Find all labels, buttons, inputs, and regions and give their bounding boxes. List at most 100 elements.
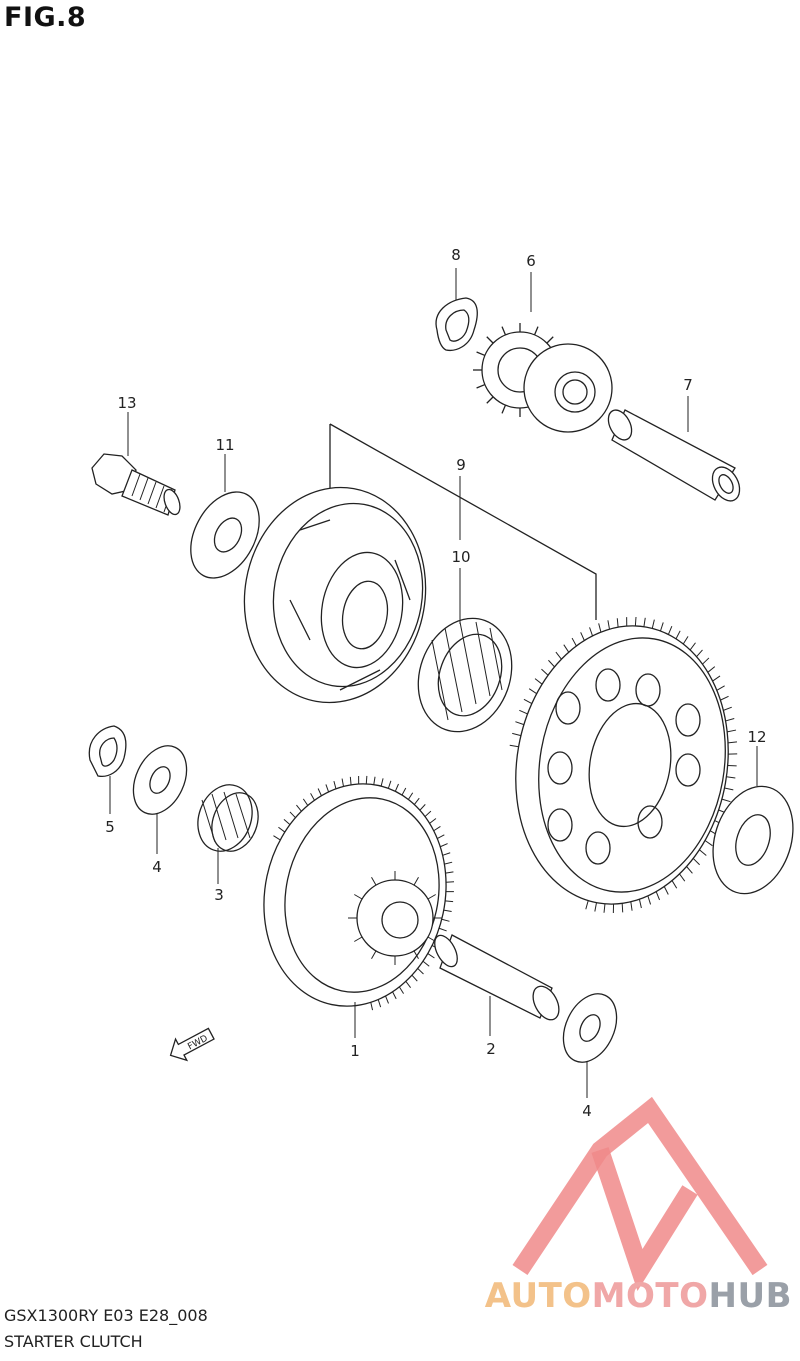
gear-tooth [441,918,450,922]
callout-2: 2 [486,1040,496,1058]
gear-tooth [392,991,397,1000]
part-12-washer [712,785,794,895]
fwd-label: FWD [186,1034,209,1053]
gear-tooth [704,840,713,847]
gear-tooth [427,953,435,959]
gear-tooth [445,871,454,874]
callout-11: 11 [215,436,234,454]
part-5-washer [88,725,127,778]
callout-5: 5 [105,818,115,836]
gear-tooth [515,721,525,726]
gear-tooth [607,620,610,630]
gear-tooth [523,698,533,705]
part-8-washer [435,297,478,352]
callout-13: 13 [117,394,136,412]
gear-tooth [302,798,309,806]
callout-4-left: 4 [152,858,162,876]
gear-tooth [442,852,451,856]
callout-8: 8 [451,246,461,264]
gear-tooth [621,903,624,913]
gear-tooth [585,900,589,910]
gear-tooth [349,776,352,785]
gear-tooth [667,625,673,635]
part-9-assembly-bracket [329,423,597,620]
gear-tooth [702,657,710,665]
gear-tooth [371,950,377,959]
part-4-washer-bottom [562,993,618,1063]
gear-tooth [663,886,669,895]
gear-tooth [603,903,606,913]
gear-tooth [555,651,562,660]
gear-tooth [696,649,703,658]
part-4-washer-left [132,745,188,815]
gear-tooth [712,675,721,682]
gear-tooth [534,678,543,685]
gear-tooth [501,326,507,336]
gear-tooth [325,784,330,793]
gear-tooth [594,902,597,912]
gear-tooth [437,834,445,840]
gear-tooth [289,811,296,819]
gear-tooth [546,336,554,344]
gear-tooth [417,968,424,975]
gear-tooth [370,1002,374,1011]
gear-tooth [373,776,376,785]
part-10-bearing [417,617,513,733]
watermark-logo-icon [512,1096,768,1291]
gear-tooth [380,778,384,787]
gear-tooth [726,776,736,779]
gear-tooth [686,866,693,874]
gear-tooth [630,901,633,911]
gear-tooth [296,804,302,812]
gear-tooth [283,818,291,826]
part-12-clutch-gear [509,616,738,914]
gear-tooth [405,981,412,989]
gear-tooth [716,685,725,691]
gear-tooth [413,797,420,805]
gear-tooth [727,741,738,744]
gear-tooth [727,729,737,733]
leader-lines [109,268,758,1098]
callout-6: 6 [526,252,536,270]
part-1-starter-gear [263,775,455,1011]
gear-tooth [394,783,399,792]
gear-tooth [519,709,528,715]
gear-tooth [377,999,382,1008]
gear-tooth [413,877,419,886]
gear-tooth [407,792,414,800]
gear-tooth [571,637,577,647]
watermark-part-moto: MOTO [591,1276,709,1316]
gear-tooth [724,787,734,791]
diagram-code: GSX1300RY E03 E28_008 [4,1306,208,1325]
gear-tooth [424,810,432,817]
gear-tooth [445,900,454,903]
gear-tooth [528,688,537,695]
gear-tooth [509,744,519,748]
gear-tooth [541,668,549,676]
callout-7: 7 [683,376,693,394]
gear-tooth [422,960,430,967]
gear-tooth [589,627,594,637]
gear-tooth [679,873,686,882]
watermark-part-hub: HUB [708,1276,792,1316]
gear-tooth [721,798,731,803]
gear-tooth [659,622,664,632]
gear-tooth [616,618,619,628]
gear-tooth [725,717,735,722]
callout-9: 9 [456,456,466,474]
gear-tooth [723,706,732,711]
gear-tooth [651,619,655,629]
gear-tooth [341,778,344,787]
callout-3: 3 [214,886,224,904]
gear-tooth [429,818,437,824]
gear-tooth [548,659,555,668]
gear-tooth [385,995,389,1004]
gear-tooth [655,891,661,901]
gear-tooth [563,644,570,653]
gear-tooth [720,695,729,701]
gear-tooth [580,632,585,641]
gear-tooth [692,858,700,866]
gear-tooth [634,616,637,627]
gear-tooth [419,804,426,811]
